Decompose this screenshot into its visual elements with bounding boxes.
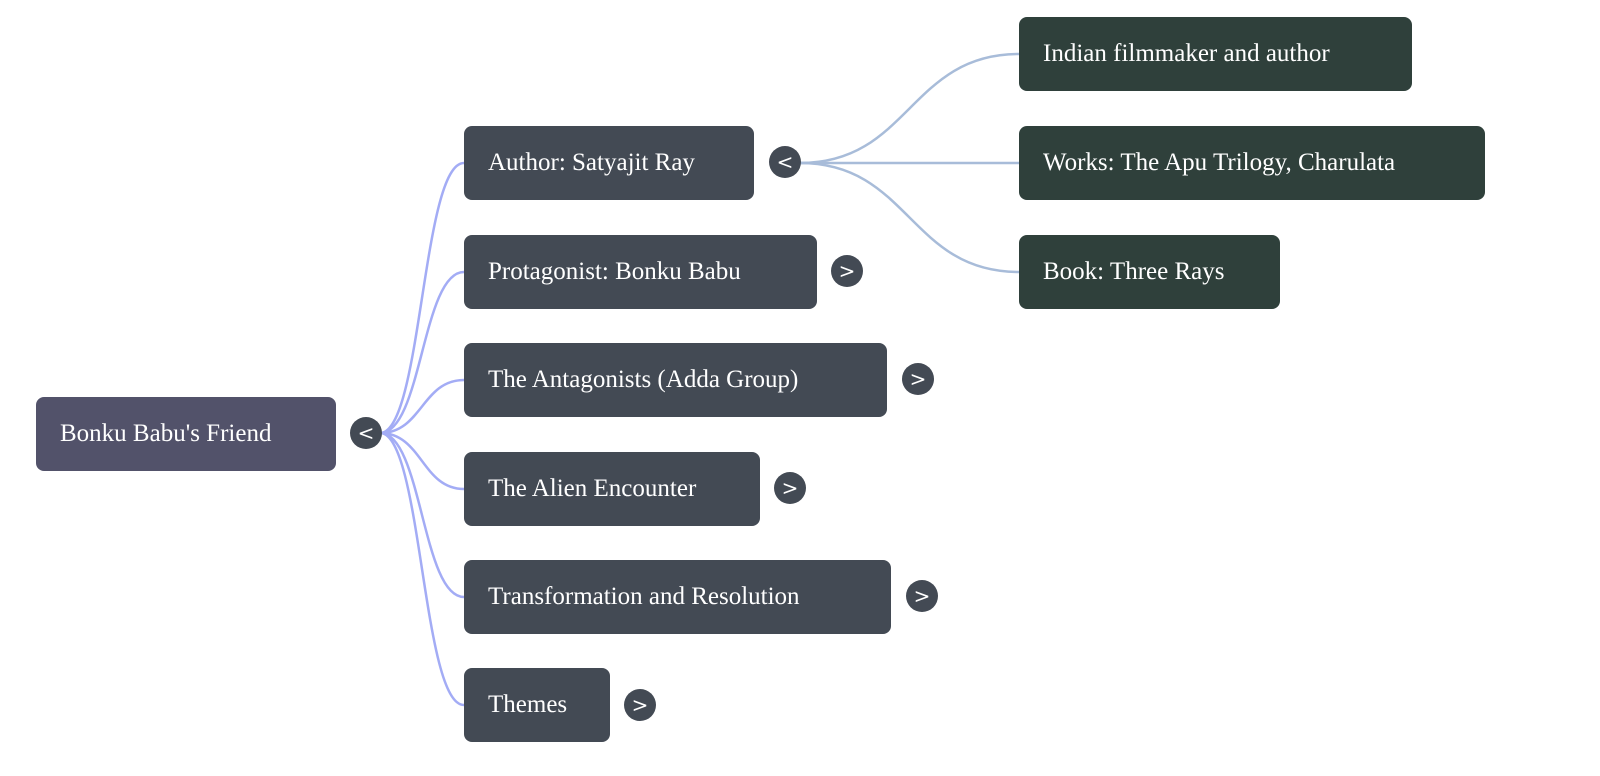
node-label: The Antagonists (Adda Group) <box>488 366 799 393</box>
edge <box>379 270 465 435</box>
toggle-antagonists[interactable]: > <box>902 363 934 395</box>
edge <box>379 378 465 435</box>
edge <box>379 431 465 599</box>
node-themes[interactable]: Themes <box>464 668 610 742</box>
node-label: The Alien Encounter <box>488 475 697 502</box>
node-label: Book: Three Rays <box>1043 258 1225 285</box>
node-antagonists[interactable]: The Antagonists (Adda Group) <box>464 343 887 417</box>
node-label: Works: The Apu Trilogy, Charulata <box>1043 149 1396 176</box>
node-alien-encounter[interactable]: The Alien Encounter <box>464 452 760 526</box>
node-label: Indian filmmaker and author <box>1043 40 1330 67</box>
root-collapse-toggle[interactable]: < <box>350 417 382 449</box>
edge <box>379 431 465 707</box>
edge <box>379 431 465 491</box>
edge <box>799 161 1020 274</box>
node-label: Author: Satyajit Ray <box>488 149 695 176</box>
edge <box>799 52 1020 165</box>
node-label: Themes <box>488 691 568 718</box>
toggle-themes[interactable]: > <box>624 689 656 721</box>
node-label: Transformation and Resolution <box>488 583 800 610</box>
node-protagonist[interactable]: Protagonist: Bonku Babu <box>464 235 817 309</box>
root-node[interactable]: Bonku Babu's Friend <box>36 397 336 471</box>
node-filmmaker[interactable]: Indian filmmaker and author <box>1019 17 1412 91</box>
root-node-label: Bonku Babu's Friend <box>60 420 272 447</box>
node-works[interactable]: Works: The Apu Trilogy, Charulata <box>1019 126 1485 200</box>
toggle-protagonist[interactable]: > <box>831 255 863 287</box>
node-book[interactable]: Book: Three Rays <box>1019 235 1280 309</box>
node-author[interactable]: Author: Satyajit Ray <box>464 126 754 200</box>
edge <box>379 161 465 435</box>
toggle-alien-encounter[interactable]: > <box>774 472 806 504</box>
toggle-author[interactable]: < <box>769 146 801 178</box>
node-label: Protagonist: Bonku Babu <box>488 258 741 285</box>
toggle-transformation[interactable]: > <box>906 580 938 612</box>
node-transformation[interactable]: Transformation and Resolution <box>464 560 891 634</box>
